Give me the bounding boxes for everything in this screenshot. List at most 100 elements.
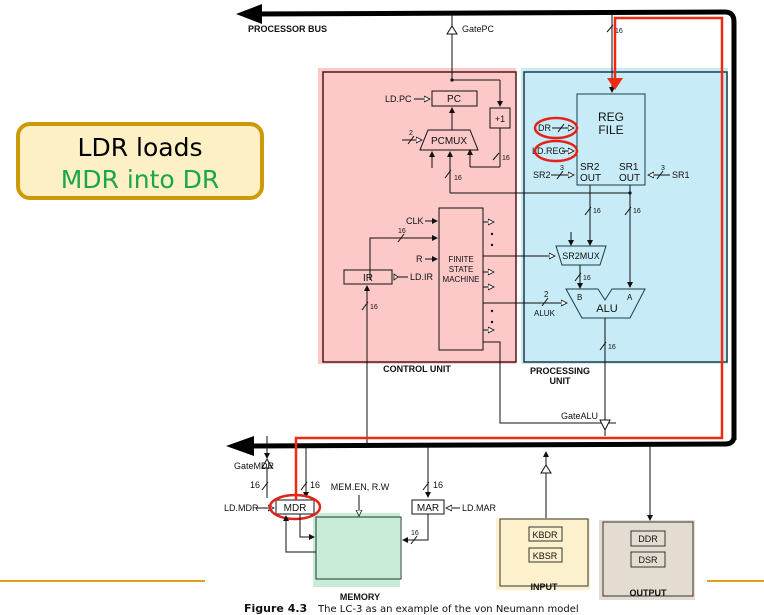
input-label: INPUT <box>531 582 559 592</box>
dr-highlight <box>533 116 579 140</box>
processor-bus-bottom <box>244 435 737 449</box>
processor-bus-top <box>249 9 737 440</box>
output-label: OUTPUT <box>630 588 668 598</box>
ir-to-fsm-wire <box>369 235 438 280</box>
dsr-register <box>630 551 666 568</box>
finite-state-machine <box>438 207 484 351</box>
memory-block <box>315 516 402 580</box>
ddr-register <box>630 530 666 547</box>
fsm-label-2: STATE <box>449 265 474 274</box>
ld-pc-label: LD.PC <box>385 94 412 104</box>
kbsr-label: KBSR <box>533 551 558 561</box>
memory-region <box>313 513 400 587</box>
sr1-out-label-1: SR1 <box>619 162 639 173</box>
sr2-out-label-1: SR2 <box>580 162 600 173</box>
aluk-label: ALUK <box>534 309 556 318</box>
gatepc-tristate-icon <box>446 25 458 35</box>
incrementer-label: +1 <box>495 114 505 124</box>
gatepc-label: GatePC <box>462 24 495 34</box>
ir-register <box>343 269 393 285</box>
callout-line2: MDR into DR <box>60 165 220 194</box>
dsr-label: DSR <box>638 555 658 565</box>
clk-label: CLK <box>406 216 424 226</box>
width-label: 16 <box>633 208 641 215</box>
ir-label: IR <box>363 273 373 284</box>
width-label: 16 <box>433 480 443 490</box>
mar-label: MAR <box>417 503 439 514</box>
sr1-out-label-2: OUT <box>619 173 640 184</box>
sr2mux-label: SR2MUX <box>562 251 600 261</box>
width-label: 16 <box>593 208 601 215</box>
width-label: 16 <box>250 480 260 490</box>
processing-unit-label-2: UNIT <box>550 376 571 386</box>
fsm-label-3: MACHINE <box>443 275 480 284</box>
ddr-label: DDR <box>638 534 658 544</box>
width-label: 16 <box>370 304 378 311</box>
sr2mux <box>555 245 607 266</box>
regfile-label-1: REG <box>598 110 624 124</box>
pcmux-sel-width: 2 <box>409 130 413 137</box>
fsm-to-gatealu-wire <box>483 341 616 424</box>
figure-caption: The LC-3 as an example of the von Neuman… <box>317 604 579 615</box>
processing-unit-border <box>523 71 728 363</box>
kbdr-label: KBDR <box>532 530 558 540</box>
regfile-label-2: FILE <box>598 123 623 137</box>
ld-reg-highlight <box>533 139 579 163</box>
gatemdr-label: GateMDR <box>234 461 275 471</box>
control-unit-label: CONTROL UNIT <box>383 364 451 374</box>
mdr-label: MDR <box>284 503 307 514</box>
output-block <box>602 521 694 597</box>
processing-unit-label-1: PROCESSING <box>530 366 590 376</box>
width-label: 16 <box>411 530 419 537</box>
mem-en-label: MEM.EN, R.W <box>331 482 390 492</box>
width-label: 16 <box>454 175 462 182</box>
alu-a-label: A <box>627 293 633 302</box>
aluk-width: 2 <box>544 290 549 299</box>
input-block <box>499 518 589 587</box>
width-label: 16 <box>398 228 406 235</box>
sr2-width: 3 <box>560 165 564 172</box>
output-region <box>599 520 695 600</box>
width-label: 16 <box>615 28 623 35</box>
width-label: 16 <box>608 344 616 351</box>
dr-label: DR <box>538 123 551 133</box>
figure-number: Figure 4.3 <box>244 602 307 615</box>
r-label: R <box>416 254 423 264</box>
processing-unit-region <box>521 68 728 364</box>
width-label: 16 <box>583 275 591 282</box>
alu <box>565 288 646 319</box>
sr2-out-label-2: OUT <box>580 173 601 184</box>
callout-line1: LDR loads <box>77 133 203 162</box>
gatealu-tristate-icon <box>599 419 611 432</box>
control-unit-border <box>322 71 517 363</box>
pc-label: PC <box>447 94 461 105</box>
bus-arrow-top <box>236 4 262 24</box>
width-label: 16 <box>310 480 320 490</box>
pcmux-label: PCMUX <box>431 136 467 147</box>
bus-label: PROCESSOR BUS <box>248 24 327 34</box>
kbdr-register <box>528 526 563 542</box>
memory-label: MEMORY <box>340 592 380 602</box>
callout-box: LDR loads MDR into DR <box>16 122 264 200</box>
gatealu-label: GateALU <box>561 411 598 421</box>
input-tristate-icon <box>540 464 552 474</box>
sr1-label: SR1 <box>672 170 690 180</box>
register-file <box>576 93 646 186</box>
alu-label: ALU <box>596 303 617 315</box>
fsm-label-1: FINITE <box>448 255 473 264</box>
ld-reg-label: LD.REG <box>532 146 566 156</box>
bus-arrow-bottom <box>226 436 254 456</box>
ldr-data-path <box>294 16 724 500</box>
input-region <box>496 518 590 590</box>
ld-ir-label: LD.IR <box>410 272 434 282</box>
ld-mdr-label: LD.MDR <box>224 503 259 513</box>
kbsr-register <box>528 547 563 563</box>
width-label: 16 <box>502 155 510 162</box>
sr2-label: SR2 <box>533 170 551 180</box>
ld-mar-label: LD.MAR <box>462 503 497 513</box>
sr1-width: 3 <box>661 165 665 172</box>
data-path-arrow-icon <box>607 78 623 90</box>
alu-b-label: B <box>577 293 582 302</box>
pc-register <box>431 90 478 107</box>
